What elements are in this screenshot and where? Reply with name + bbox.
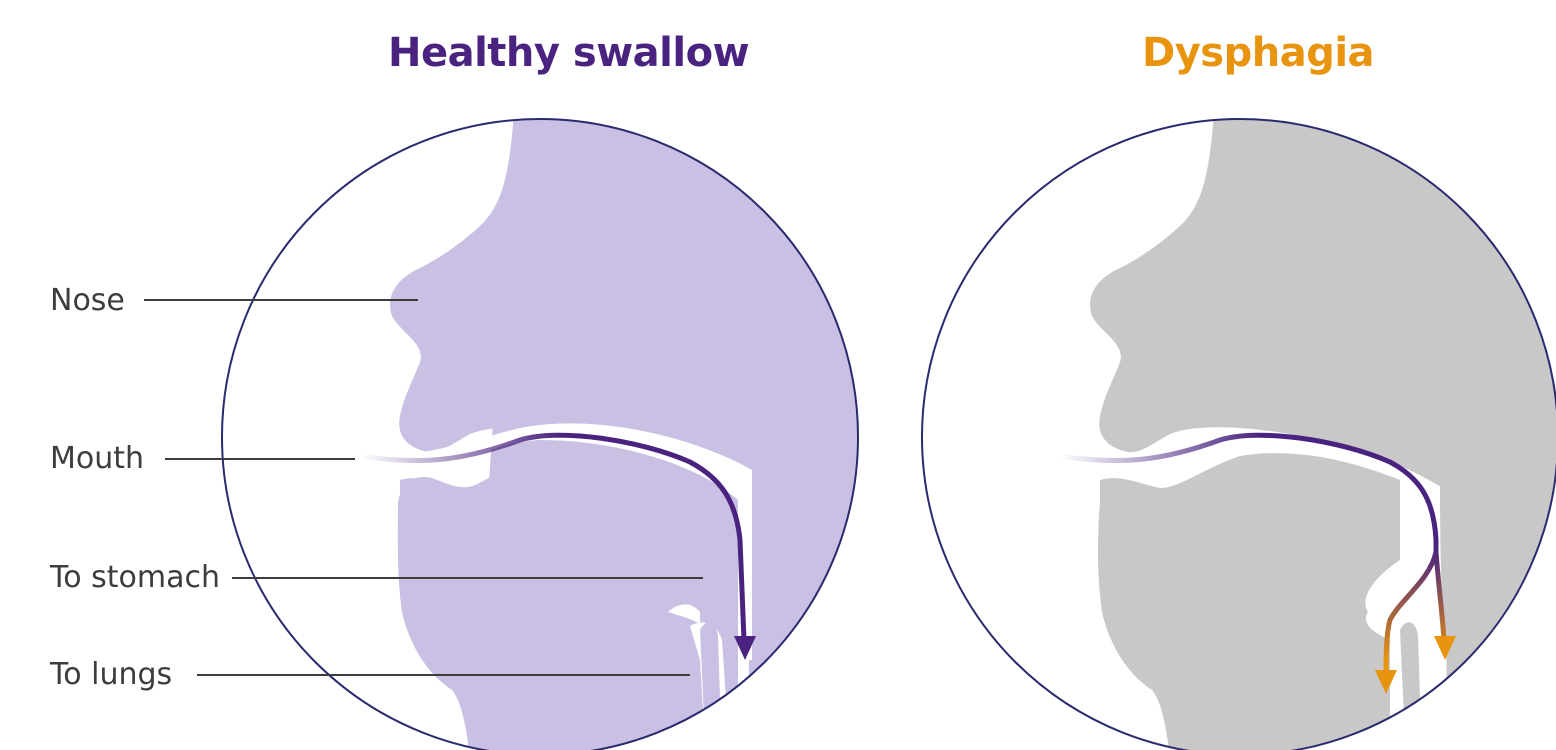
healthy-head-silhouette <box>360 100 900 750</box>
dysphagia-head-silhouette <box>1090 100 1556 750</box>
